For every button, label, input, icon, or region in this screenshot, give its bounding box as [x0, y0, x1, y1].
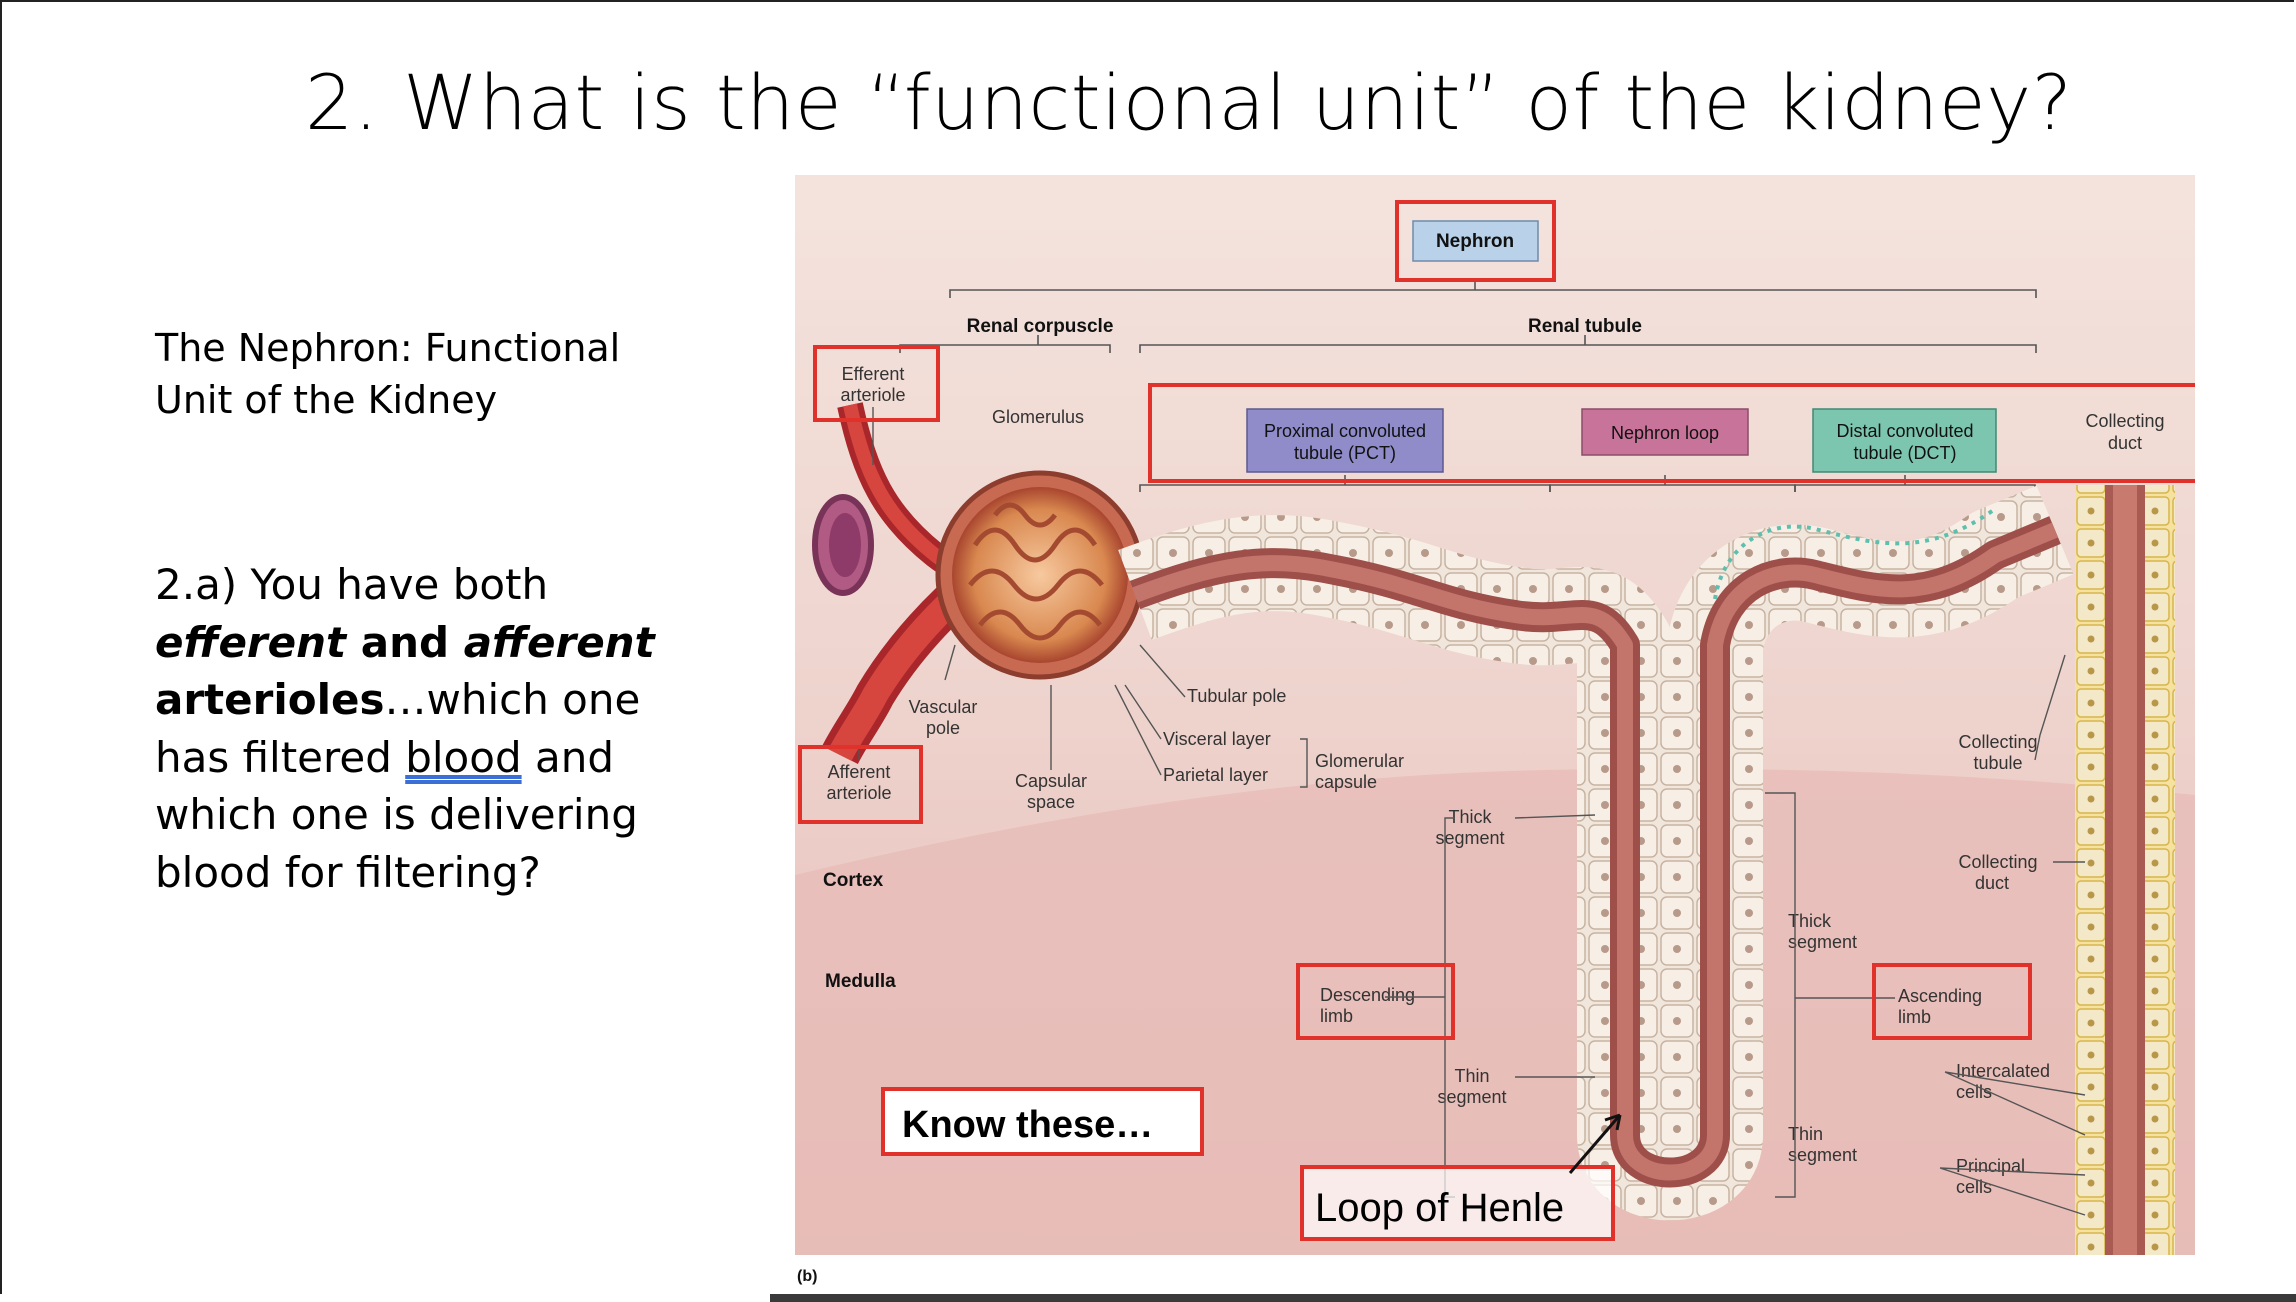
- collecting-duct-mid-line1: Collecting: [1958, 852, 2037, 872]
- thin-segment-desc-line2: segment: [1437, 1087, 1506, 1107]
- slide-subtitle: The Nephron: Functional Unit of the Kidn…: [155, 326, 621, 422]
- intercalated-cells-line2: cells: [1956, 1082, 1992, 1102]
- question-arterioles: arterioles: [155, 675, 385, 724]
- collecting-duct-top-line2: duct: [2108, 433, 2142, 453]
- tubular-pole-label: Tubular pole: [1187, 686, 1286, 706]
- collecting-duct-top-line1: Collecting: [2085, 411, 2164, 431]
- renal-corpuscle-label: Renal corpuscle: [967, 316, 1114, 337]
- know-these-text: Know these…: [902, 1104, 1153, 1146]
- figure-panel-label: (b): [797, 1268, 818, 1285]
- question-text: 2.a) You have both efferent and afferent…: [155, 556, 715, 901]
- medulla-label: Medulla: [825, 971, 896, 992]
- parietal-layer-label: Parietal layer: [1163, 765, 1268, 785]
- loop-pointer-arrow: [1568, 1113, 1622, 1174]
- bottom-border: [0, 1294, 2296, 1302]
- ascending-limb-line1: Ascending: [1898, 986, 1982, 1006]
- question-middle: …which one has filtered: [155, 675, 641, 782]
- bottom-gap: [0, 1294, 770, 1302]
- dct-line2: tubule (DCT): [1853, 443, 1956, 463]
- glomerulus-illustration: [935, 470, 1145, 680]
- tubule-illustration: [1118, 485, 2074, 1221]
- question-and: and: [346, 617, 464, 667]
- glomerular-capsule-line1: Glomerular: [1315, 751, 1404, 771]
- thin-segment-asc-line1: Thin: [1788, 1124, 1823, 1144]
- efferent-arteriole-line1: Efferent: [842, 364, 905, 384]
- renal-tubule-label: Renal tubule: [1528, 316, 1642, 337]
- thick-segment-desc-line2: segment: [1435, 828, 1504, 848]
- slide-title: 2. What is the “functional unit” of the …: [305, 58, 2073, 147]
- descending-limb-line1: Descending: [1320, 985, 1415, 1005]
- nephron-loop-text: Nephron loop: [1611, 423, 1719, 443]
- principal-cells-line1: Principal: [1956, 1156, 2025, 1176]
- loop-of-henle-annotation: Loop of Henle: [1300, 1165, 1615, 1241]
- capsular-space-line2: space: [1027, 792, 1075, 812]
- nephron-diagram: Nephron Renal corpuscle Renal tubule Pro…: [795, 175, 2195, 1255]
- question-afferent: afferent: [463, 617, 655, 667]
- thin-segment-desc-line1: Thin: [1454, 1066, 1489, 1086]
- capsular-space-line1: Capsular: [1015, 771, 1087, 791]
- nephron-label: Nephron: [1412, 220, 1539, 262]
- nephron-loop-label: Nephron loop: [1581, 408, 1749, 456]
- vascular-pole-line2: pole: [926, 718, 960, 738]
- ascending-limb-line2: limb: [1898, 1007, 1931, 1027]
- thin-segment-asc-line2: segment: [1788, 1145, 1857, 1165]
- intercalated-cells-line1: Intercalated: [1956, 1061, 2050, 1081]
- collecting-duct-mid-line2: duct: [1975, 873, 2009, 893]
- thick-segment-asc-line1: Thick: [1788, 911, 1832, 931]
- glomerulus-label: Glomerulus: [992, 407, 1084, 427]
- afferent-arteriole-line2: arteriole: [826, 783, 891, 803]
- visceral-layer-label: Visceral layer: [1163, 729, 1271, 749]
- pct-line2: tubule (PCT): [1294, 443, 1396, 463]
- pct-line1: Proximal convoluted: [1264, 421, 1426, 441]
- question-prefix: 2.a) You have both: [155, 560, 549, 609]
- afferent-arteriole-line1: Afferent: [828, 762, 891, 782]
- pct-label: Proximal convoluted tubule (PCT): [1246, 408, 1444, 473]
- question-efferent: efferent: [155, 617, 347, 667]
- label-brackets: [899, 280, 2037, 492]
- dct-label: Distal convoluted tubule (DCT): [1812, 408, 1997, 473]
- principal-cells-line2: cells: [1956, 1177, 1992, 1197]
- loop-of-henle-text: Loop of Henle: [1315, 1186, 1564, 1230]
- collecting-duct-illustration: [2075, 485, 2175, 1255]
- vascular-pole-line1: Vascular: [909, 697, 978, 717]
- know-these-annotation: Know these…: [881, 1087, 1204, 1156]
- nephron-text: Nephron: [1436, 231, 1514, 252]
- thick-segment-desc-line1: Thick: [1448, 807, 1492, 827]
- question-suffix: and which one is delivering blood for fi…: [155, 732, 638, 897]
- efferent-arteriole-line2: arteriole: [840, 385, 905, 405]
- leader-lines: [858, 407, 2086, 1216]
- question-blood-word: blood: [405, 732, 522, 782]
- cortex-label: Cortex: [823, 870, 884, 891]
- glomerular-capsule-line2: capsule: [1315, 772, 1377, 792]
- descending-limb-line2: limb: [1320, 1006, 1353, 1026]
- dct-line1: Distal convoluted: [1836, 421, 1973, 441]
- highlight-boxes: [798, 200, 2195, 1040]
- collecting-tubule-line1: Collecting: [1958, 732, 2037, 752]
- thick-segment-asc-line2: segment: [1788, 932, 1857, 952]
- collecting-tubule-line2: tubule: [1973, 753, 2022, 773]
